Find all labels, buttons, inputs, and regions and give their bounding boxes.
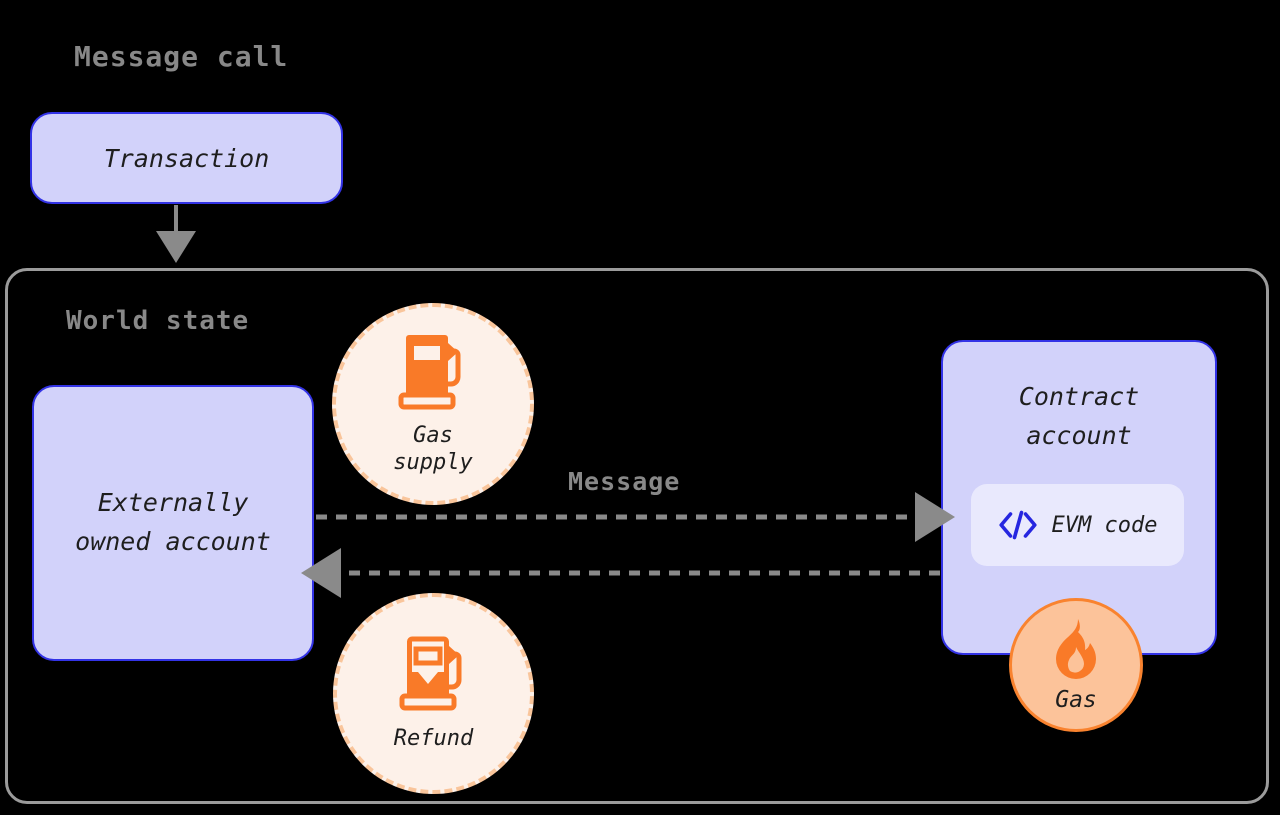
world-state-label: World state (66, 306, 250, 336)
page-title: Message call (74, 40, 289, 73)
world-state-container (5, 268, 1269, 804)
gas-badge-label: Gas (1055, 687, 1097, 713)
node-contract-account-label: Contract account (1018, 382, 1140, 450)
evm-code-label: EVM code (1051, 512, 1158, 538)
refund-label: Refund (393, 726, 474, 752)
evm-code-pill[interactable]: EVM code (971, 484, 1184, 566)
gas-supply-badge[interactable]: Gas supply (332, 303, 534, 505)
gas-flame-badge[interactable]: Gas (1009, 598, 1143, 732)
flame-icon (1047, 617, 1105, 685)
node-transaction-label: Transaction (103, 143, 270, 173)
code-brackets-icon (998, 509, 1038, 541)
fuel-pump-full-icon (397, 331, 469, 415)
fuel-pump-low-icon (398, 634, 470, 718)
gas-supply-label: Gas supply (393, 423, 473, 475)
node-externally-owned-account[interactable]: Externally owned account (32, 385, 314, 661)
node-transaction[interactable]: Transaction (30, 112, 343, 204)
node-externally-owned-account-label: Externally owned account (75, 488, 271, 556)
refund-badge[interactable]: Refund (333, 593, 534, 794)
message-connector-label: Message (568, 467, 681, 496)
